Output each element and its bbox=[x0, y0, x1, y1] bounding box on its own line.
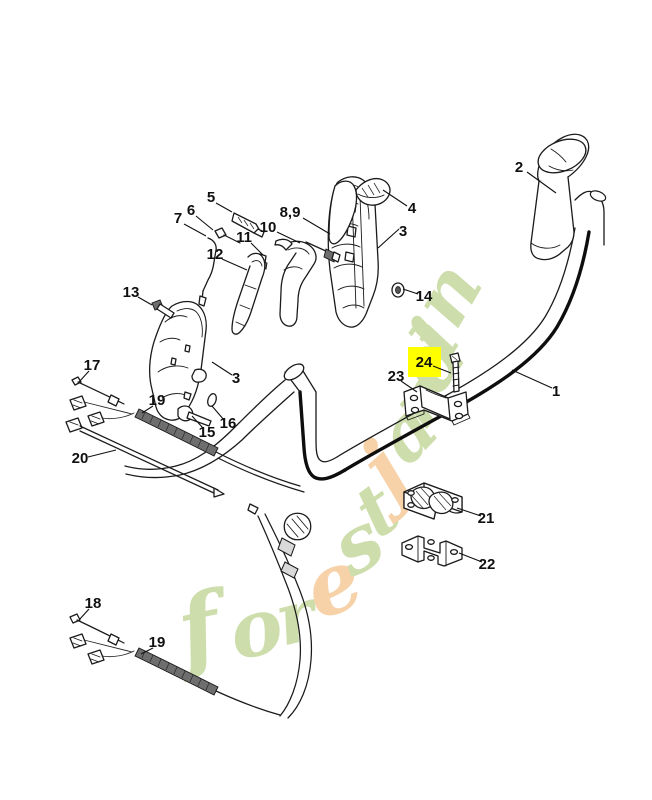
callout-leader-23 bbox=[400, 380, 418, 393]
callout-19a: 19 bbox=[149, 392, 166, 409]
part-clamp-plate-22 bbox=[401, 535, 463, 567]
callout-12: 12 bbox=[207, 246, 224, 263]
callout-7: 7 bbox=[174, 210, 182, 227]
callout-leader-3b bbox=[377, 228, 400, 249]
callout-leader-18 bbox=[78, 608, 90, 621]
callout-leader-4 bbox=[382, 189, 408, 207]
callout-leader-5 bbox=[215, 202, 233, 213]
callout-6: 6 bbox=[187, 202, 195, 219]
callout-15: 15 bbox=[199, 424, 216, 441]
part-grommet-14 bbox=[391, 282, 405, 298]
part-washer-16 bbox=[207, 393, 217, 407]
callout-leader-7 bbox=[183, 223, 207, 237]
callout-leader-10 bbox=[276, 231, 301, 244]
part-handlebar-tube bbox=[124, 190, 607, 481]
callout-2: 2 bbox=[515, 159, 523, 176]
callout-23: 23 bbox=[388, 368, 405, 385]
part-pin-bushing-8-9 bbox=[305, 241, 341, 263]
callout-leader-8,9 bbox=[302, 217, 331, 235]
callout-11: 11 bbox=[236, 229, 252, 246]
part-lock-lever bbox=[355, 177, 391, 206]
callout-5: 5 bbox=[207, 189, 215, 206]
callout-leader-19a bbox=[141, 405, 154, 414]
callout-leader-6 bbox=[195, 215, 214, 231]
callout-leader-1 bbox=[511, 369, 553, 389]
callout-1: 1 bbox=[552, 383, 560, 400]
highlight-box-24 bbox=[408, 347, 441, 377]
callout-14: 14 bbox=[416, 288, 433, 305]
callout-leader-12 bbox=[221, 258, 248, 271]
callout-22: 22 bbox=[479, 556, 496, 573]
callout-16: 16 bbox=[220, 415, 237, 432]
part-spring-clip-5 bbox=[231, 212, 265, 238]
part-handle-grip bbox=[530, 133, 590, 261]
callout-leader-3a bbox=[211, 361, 233, 376]
callout-21: 21 bbox=[478, 510, 495, 527]
cable-assembly-lower bbox=[69, 613, 281, 716]
callout-leader-16 bbox=[211, 405, 225, 421]
callout-leader-17 bbox=[78, 370, 90, 383]
callout-leader-20 bbox=[87, 449, 117, 458]
callout-10: 10 bbox=[260, 219, 277, 236]
part-clamp-block-21 bbox=[403, 482, 463, 520]
part-throttle-trigger-10 bbox=[274, 238, 317, 327]
callout-8,9: 8,9 bbox=[280, 204, 301, 221]
callout-4: 4 bbox=[408, 200, 417, 217]
callout-24: 24 bbox=[416, 354, 433, 371]
watermark: forestjardin bbox=[162, 247, 501, 687]
callout-18: 18 bbox=[85, 595, 102, 612]
callout-13: 13 bbox=[123, 284, 140, 301]
part-mounting-bracket-23 bbox=[403, 385, 471, 426]
part-shell-cap bbox=[328, 180, 358, 245]
part-screw-6 bbox=[214, 227, 241, 244]
callout-leader-21 bbox=[456, 507, 482, 517]
callout-17: 17 bbox=[84, 357, 101, 374]
callout-3b: 3 bbox=[399, 223, 407, 240]
cable-assembly-upper bbox=[65, 376, 305, 498]
callout-19b: 19 bbox=[149, 634, 166, 651]
callout-leader-11 bbox=[250, 242, 264, 256]
part-rod-7 bbox=[198, 237, 217, 307]
callout-leader-19b bbox=[140, 647, 154, 655]
part-lever-arm-12 bbox=[231, 252, 266, 335]
part-screw-15 bbox=[177, 405, 212, 427]
part-screw-13 bbox=[151, 299, 175, 319]
callout-leader-24 bbox=[432, 365, 452, 374]
cable-loop-center bbox=[247, 503, 313, 719]
callout-3a: 3 bbox=[232, 370, 240, 387]
callout-leader-15 bbox=[191, 415, 204, 429]
callout-20: 20 bbox=[72, 450, 89, 467]
part-hex-bolt-24 bbox=[449, 352, 461, 393]
callout-leader-22 bbox=[458, 552, 483, 563]
callout-leader-14 bbox=[402, 288, 419, 295]
callout-leader-13 bbox=[137, 296, 153, 306]
callout-leader-2 bbox=[526, 171, 557, 194]
